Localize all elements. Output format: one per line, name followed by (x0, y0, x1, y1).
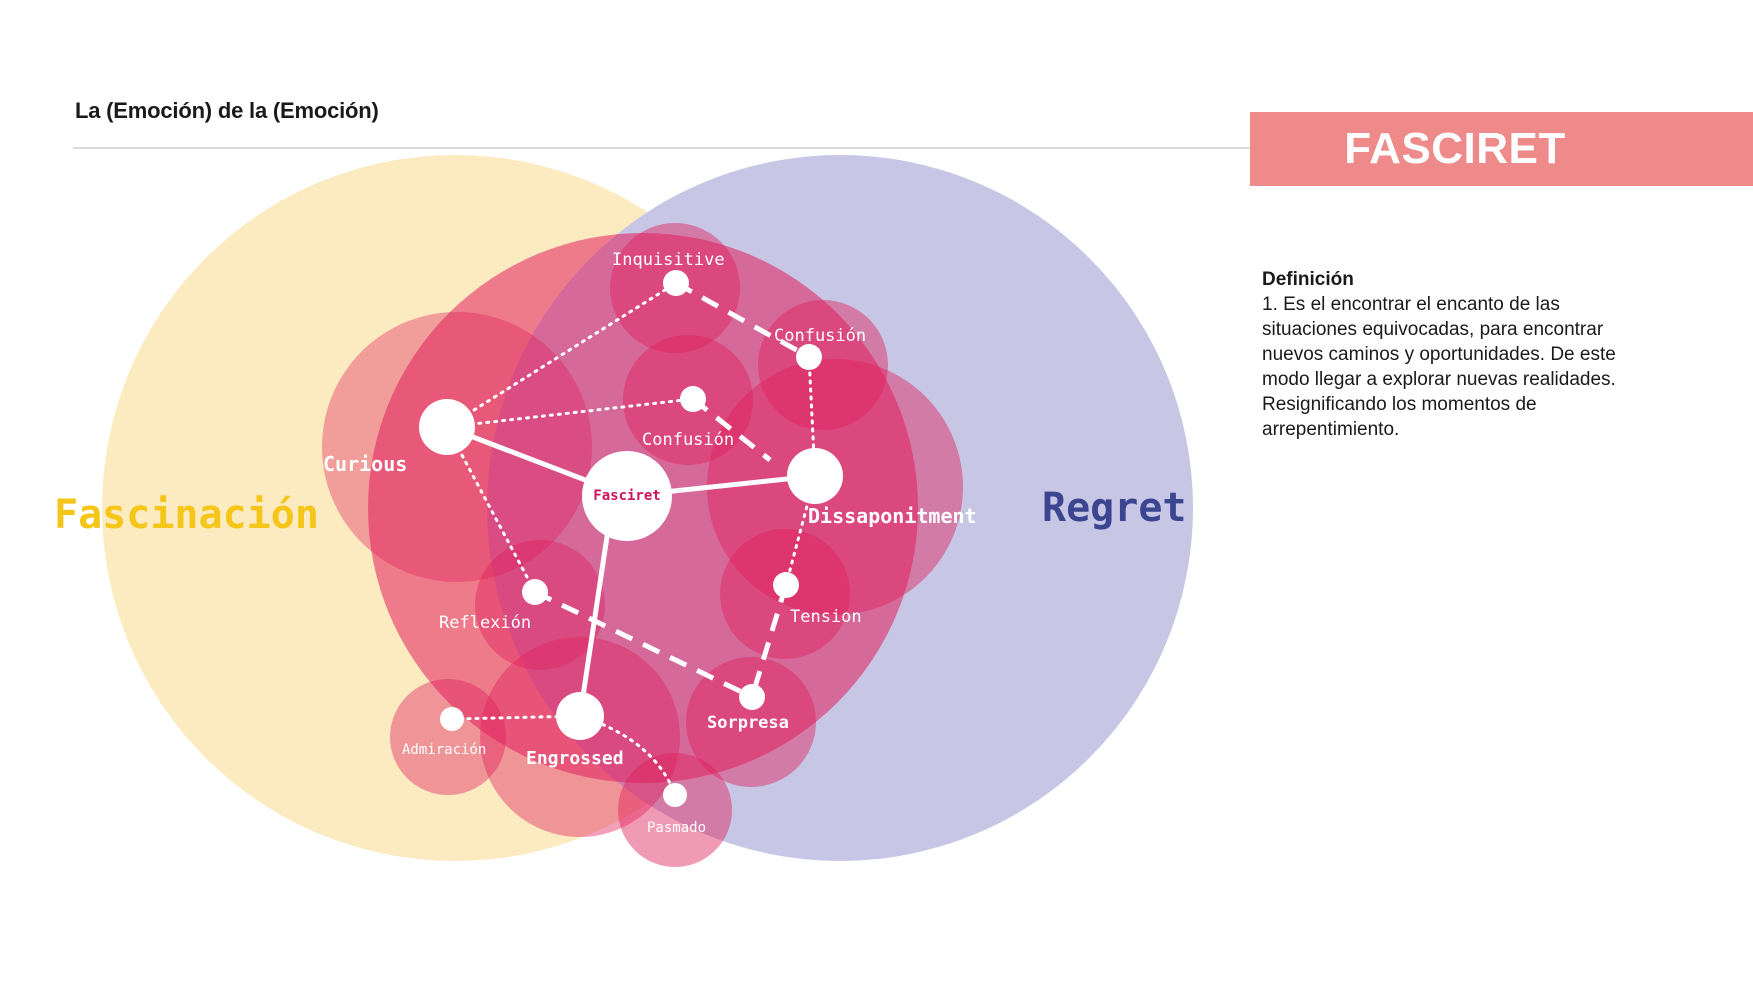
fascinacion-label: Fascinación (54, 492, 319, 538)
definition-body: 1. Es el encontrar el encanto de las sit… (1262, 294, 1616, 440)
reflexion-node (522, 579, 548, 605)
confusion-top-node (796, 344, 822, 370)
line-curious-reflexion (445, 425, 537, 594)
confusion-top-bubble (758, 300, 888, 430)
dash-inquisitive-confusion (674, 280, 811, 360)
nodes (419, 270, 843, 807)
inquisitive-node (663, 270, 689, 296)
line-curious-confusion (445, 397, 695, 429)
dash-tension-sorpresa (749, 584, 789, 698)
admiracion-node (440, 707, 464, 731)
dissapointment-node (787, 448, 843, 504)
page-title: La (Emoción) de la (Emoción) (75, 98, 379, 123)
sorpresa-bubble (686, 657, 816, 787)
sorpresa-node (739, 684, 765, 710)
dash-confusion-dissapointment (691, 397, 772, 462)
reflexion-bubble (475, 540, 605, 670)
pasmado-node (663, 783, 687, 807)
tension-label: Tension (790, 607, 862, 627)
confusion-mid-label: Confusión (642, 430, 734, 450)
dash-reflexion-sorpresa (533, 589, 754, 700)
line-curious-inquisitive (445, 281, 678, 429)
confusion-mid-node (680, 386, 706, 412)
pasmado-label: Pasmado (647, 820, 706, 836)
definition-block: Definición 1. Es el encontrar el encanto… (1262, 267, 1622, 442)
engrossed-label: Engrossed (526, 748, 624, 769)
confusion-top-label: Confusión (774, 326, 866, 346)
title-divider (73, 147, 1253, 149)
engrossed-node (556, 692, 604, 740)
admiracion-bubble (390, 679, 506, 795)
fasciret-node-label: Fasciret (593, 488, 660, 504)
reflexion-label: Reflexión (439, 613, 531, 633)
dissapointment-label: Dissaponitment (808, 504, 977, 528)
fasciret-node (582, 451, 672, 541)
tension-node (773, 572, 799, 598)
regret-label: Regret (1042, 485, 1187, 531)
banner-background (1250, 112, 1753, 186)
pasmado-bubble (618, 753, 732, 867)
definition-heading: Definición (1262, 269, 1354, 290)
banner-title: FASCIRET (1344, 124, 1566, 173)
curious-node (419, 399, 475, 455)
admiracion-label: Admiración (402, 742, 486, 758)
sorpresa-label: Sorpresa (707, 713, 789, 733)
emotion-diagram: Fascinación Regret Fasciret Curious Diss… (54, 155, 1193, 867)
inquisitive-label: Inquisitive (612, 250, 725, 270)
curious-label: Curious (323, 452, 407, 476)
